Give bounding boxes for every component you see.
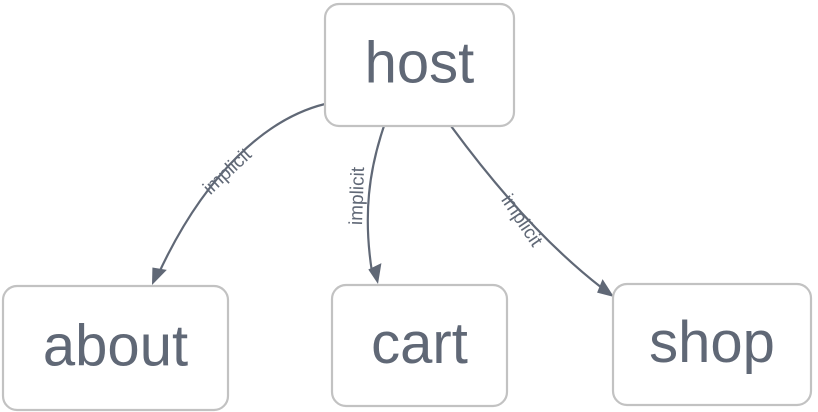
edge-label-host-about: implicit bbox=[199, 144, 256, 199]
node-box-shop[interactable] bbox=[611, 282, 813, 407]
arrowhead-host-shop bbox=[597, 279, 614, 297]
node-shop[interactable]: shop bbox=[611, 282, 813, 407]
edge-host-cart[interactable]: implicit bbox=[346, 124, 386, 285]
edge-host-shop[interactable]: implicit bbox=[449, 124, 618, 303]
node-box-host[interactable] bbox=[323, 2, 516, 128]
edge-path-host-shop[interactable] bbox=[449, 124, 604, 290]
node-box-about[interactable] bbox=[1, 284, 230, 412]
node-label-cart: cart bbox=[371, 311, 468, 376]
node-label-shop: shop bbox=[649, 310, 775, 375]
node-host[interactable]: host bbox=[323, 2, 516, 128]
node-box-cart[interactable] bbox=[330, 283, 509, 408]
node-label-about: about bbox=[43, 313, 188, 378]
edges-layer: implicit implicit implicit bbox=[146, 102, 618, 303]
edge-path-host-cart[interactable] bbox=[366, 124, 386, 274]
node-cart[interactable]: cart bbox=[330, 283, 509, 408]
edge-label-host-cart: implicit bbox=[346, 166, 369, 225]
arrowhead-host-about bbox=[152, 267, 167, 285]
arrowhead-host-cart bbox=[368, 263, 382, 284]
node-about[interactable]: about bbox=[1, 284, 230, 412]
edge-path-host-about[interactable] bbox=[155, 102, 327, 279]
edge-label-host-shop: implicit bbox=[496, 191, 546, 251]
edge-host-about[interactable]: implicit bbox=[146, 102, 327, 288]
node-label-host: host bbox=[365, 30, 475, 95]
